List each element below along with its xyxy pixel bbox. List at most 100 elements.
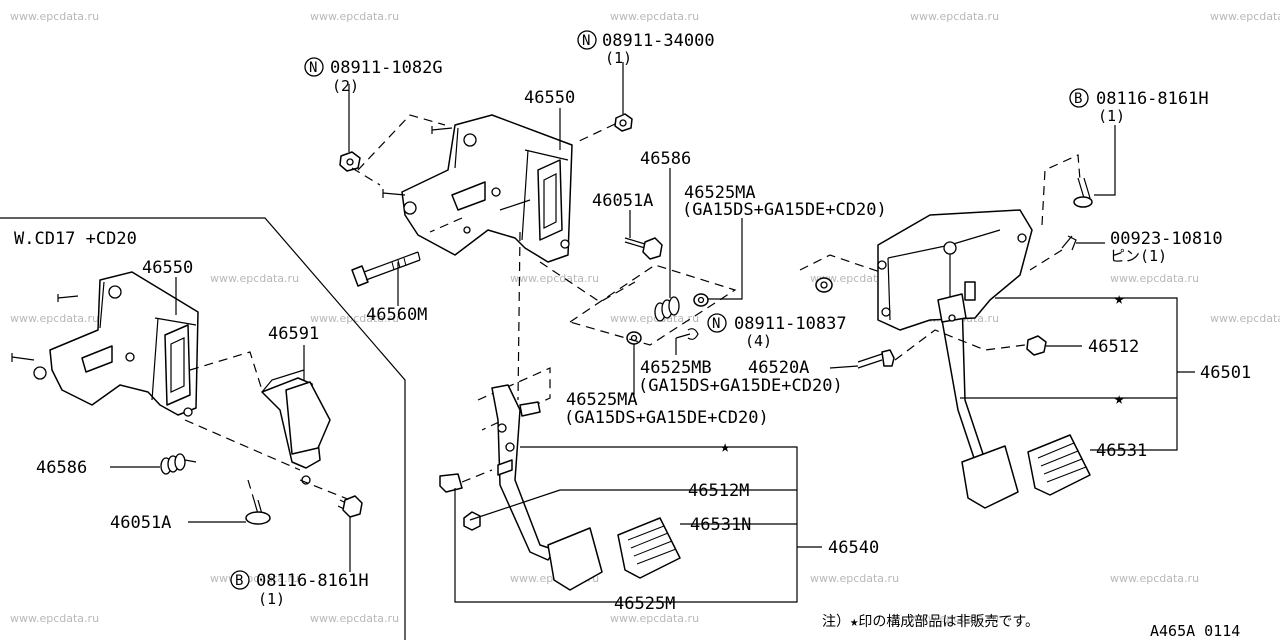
stop-rubber-46512 bbox=[1026, 335, 1047, 356]
bolt-symbol-badge bbox=[1069, 88, 1089, 108]
label-46531: 46531 bbox=[1096, 441, 1147, 461]
watermark: www.epcdata.ru bbox=[210, 272, 299, 285]
bolt-46051a-left bbox=[245, 499, 271, 525]
qty-00923-10810: ピン(1) bbox=[1110, 247, 1167, 265]
assembly-lines-right-lower bbox=[894, 329, 1026, 361]
assembly-lines-mid-parts bbox=[569, 264, 737, 346]
label-08116-8161h-bottom: 08116-8161H bbox=[256, 571, 369, 591]
bushing-46525ma-top bbox=[693, 293, 709, 307]
nut-symbol-letter: N bbox=[309, 60, 317, 76]
note-46525mb: (GA15DS+GA15DE+CD20) bbox=[638, 376, 843, 396]
pedal-pad-46531n bbox=[617, 517, 681, 579]
variant-inset-frame: W.CD17 +CD20 bbox=[0, 217, 406, 640]
label-46051a-left: 46051A bbox=[110, 513, 171, 533]
label-46525m: 46525M bbox=[614, 594, 675, 614]
group-bracket-46501 bbox=[960, 297, 1195, 451]
watermark: www.epcdata.ru bbox=[10, 312, 99, 325]
nut-symbol-letter: N bbox=[712, 316, 720, 332]
star-marker-46540: ★ bbox=[720, 437, 730, 457]
leader-46520a bbox=[829, 365, 859, 369]
watermark: www.epcdata.ru bbox=[1210, 10, 1280, 23]
nut-symbol-badge bbox=[304, 57, 324, 77]
label-46520a: 46520A bbox=[748, 358, 809, 378]
nut-08911-34000 bbox=[614, 113, 633, 132]
label-08116-8161h-top: 08116-8161H bbox=[1096, 89, 1209, 109]
brake-pedal-bracket-46501 bbox=[877, 209, 1033, 331]
watermark: www.epcdata.ru bbox=[910, 10, 999, 23]
nut-08911-1082g bbox=[339, 151, 361, 172]
bushing-right bbox=[815, 277, 833, 293]
watermark: www.epcdata.ru bbox=[1210, 312, 1280, 325]
label-46560m: 46560M bbox=[366, 305, 427, 325]
label-46525mb: 46525MB bbox=[640, 358, 712, 378]
bolt-46051a-main bbox=[624, 237, 663, 260]
bushing-46525ma-bottom bbox=[626, 331, 642, 345]
nut-symbol-letter: N bbox=[582, 33, 590, 49]
bolt-08116-8161h-bottom bbox=[337, 495, 363, 518]
label-46550-left: 46550 bbox=[142, 258, 193, 278]
note-46525ma-bottom: (GA15DS+GA15DE+CD20) bbox=[564, 408, 769, 428]
watermark: www.epcdata.ru bbox=[310, 312, 399, 325]
assembly-lines-main-bracket bbox=[351, 114, 636, 401]
watermark: www.epcdata.ru bbox=[10, 612, 99, 625]
leader-46525ma-top bbox=[708, 218, 743, 300]
watermark: www.epcdata.ru bbox=[1110, 572, 1199, 585]
diagram-code: A465A 0114 bbox=[1150, 622, 1240, 640]
label-08911-34000: 08911-34000 bbox=[602, 31, 715, 51]
label-46531n: 46531N bbox=[690, 515, 751, 535]
note-46525ma-top: (GA15DS+GA15DE+CD20) bbox=[682, 200, 887, 220]
bolt-symbol-letter: B bbox=[1074, 91, 1082, 107]
assembly-lines-switch bbox=[299, 479, 351, 501]
assembly-lines-pin bbox=[1029, 249, 1063, 271]
nut-symbol-badge bbox=[577, 30, 597, 50]
spring-46586-left bbox=[160, 453, 197, 475]
assembly-lines-left-bracket-lower bbox=[184, 419, 301, 471]
assembly-lines-left-bracket bbox=[189, 351, 263, 391]
group-bracket-46540 bbox=[454, 446, 822, 603]
qty-08116-8161h-bottom: (1) bbox=[258, 590, 285, 608]
label-46501: 46501 bbox=[1200, 363, 1251, 383]
star-marker-46501-top: ★ bbox=[1114, 289, 1124, 309]
leader-46525mb bbox=[675, 333, 691, 339]
brake-pedal-arm bbox=[937, 293, 1019, 509]
leader-08116-8161h-top bbox=[1094, 125, 1116, 196]
clutch-pedal-46540 bbox=[439, 367, 603, 591]
bolt-46520a bbox=[857, 349, 895, 369]
switch-46591 bbox=[261, 369, 331, 485]
label-08911-1082g: 08911-1082G bbox=[330, 58, 443, 78]
pedal-bracket-46550-main bbox=[382, 114, 573, 263]
label-46525ma-bottom: 46525MA bbox=[566, 390, 638, 410]
star-marker-46501-mid: ★ bbox=[1114, 389, 1124, 409]
qty-08116-8161h-top: (1) bbox=[1098, 107, 1125, 125]
spring-46586-main bbox=[654, 296, 680, 322]
pedal-pad-46531 bbox=[1027, 434, 1091, 496]
qty-08911-1082g: (2) bbox=[332, 77, 359, 95]
label-46512: 46512 bbox=[1088, 337, 1139, 357]
watermark: www.epcdata.ru bbox=[610, 612, 699, 625]
bolt-symbol-badge bbox=[230, 570, 250, 590]
watermark: www.epcdata.ru bbox=[510, 272, 599, 285]
label-46591: 46591 bbox=[268, 324, 319, 344]
label-46586-main: 46586 bbox=[640, 149, 691, 169]
label-46586-left: 46586 bbox=[36, 458, 87, 478]
watermark: www.epcdata.ru bbox=[610, 10, 699, 23]
qty-08911-34000: (1) bbox=[605, 49, 632, 67]
assembly-lines-left-bolt bbox=[247, 479, 255, 501]
label-46512m: 46512M bbox=[688, 481, 749, 501]
assembly-lines-top-bolt bbox=[1041, 154, 1081, 226]
qty-08911-10837: (4) bbox=[745, 332, 772, 350]
bolt-symbol-letter: B bbox=[235, 573, 243, 589]
watermark: www.epcdata.ru bbox=[810, 272, 899, 285]
assembly-lines-right-bushing bbox=[799, 254, 881, 273]
footnote: 注）★印の構成部品は非販売です。 bbox=[822, 614, 1039, 630]
label-08911-10837: 08911-10837 bbox=[734, 314, 847, 334]
label-46550-main: 46550 bbox=[524, 88, 575, 108]
watermark: www.epcdata.ru bbox=[610, 312, 699, 325]
bolt-08116-8161h-top bbox=[1073, 177, 1093, 208]
variant-label: W.CD17 +CD20 bbox=[14, 229, 137, 249]
watermark: www.epcdata.ru bbox=[910, 612, 999, 625]
pin-00923-10810 bbox=[1061, 235, 1077, 251]
watermark: www.epcdata.ru bbox=[310, 10, 399, 23]
clip-46525mb bbox=[687, 328, 699, 340]
